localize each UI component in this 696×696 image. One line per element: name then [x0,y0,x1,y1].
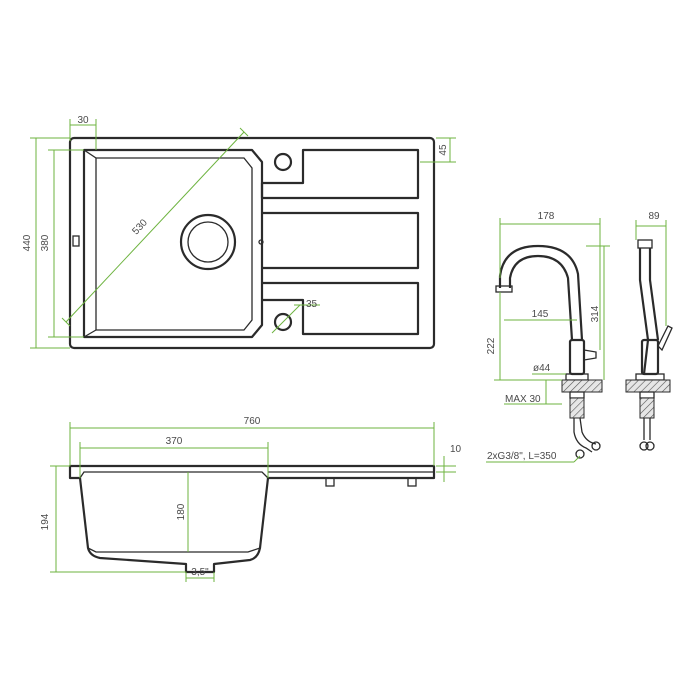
faucet-front-view: 178 145 314 222 ø44 MAX 30 2xG3/8", L=35… [486,211,610,463]
faucet-spout [498,244,584,341]
supply-hoses-side [643,418,651,440]
dim-drainer-margin: 30 [77,115,89,126]
side-view: 760 370 194 180 3,5" 10 [40,416,462,582]
dim-overflow-diameter: 35 [306,299,318,310]
dim-tap-hole-offset: 45 [438,144,449,156]
bowl-section-inner [79,471,269,553]
tap-hole [273,152,293,172]
sink-section-outline [68,464,436,574]
dim-spout-projection: 145 [532,309,549,320]
dim-total-depth: 194 [40,513,51,530]
rim-stop-1 [325,477,335,487]
dim-drain-size: 3,5" [191,567,209,578]
dim-faucet-reach: 178 [538,211,555,222]
dim-total-length: 760 [244,416,261,427]
dim-max-counter: MAX 30 [505,394,541,405]
mounting-bolt-side [639,397,655,419]
faucet-side-lever [657,325,673,352]
overflow-hole [273,312,293,332]
faucet-side-view: 89 [625,211,673,451]
dim-base-diameter: ø44 [533,363,551,374]
dim-faucet-height: 314 [590,305,601,322]
dim-bowl-diagonal: 530 [130,217,150,237]
countertop-section-side [625,379,671,393]
dim-height-inner: 380 [40,234,51,251]
drainer-groove-mid [262,211,420,270]
supply-hoses [573,417,597,453]
dim-rim-height: 10 [450,444,462,455]
overflow-marker [72,235,80,247]
mounting-bolt [569,397,585,419]
countertop-section [561,379,603,393]
dim-bowl-depth: 180 [176,503,187,520]
dim-height-outer: 440 [22,234,33,251]
drain-inner [187,221,229,263]
drainer-groove-top [260,148,420,200]
drain-outer [179,213,237,271]
faucet-body [568,338,586,376]
dim-side-depth: 89 [648,211,660,222]
sink-outer-outline [68,136,436,350]
dim-bowl-length: 370 [166,436,183,447]
dim-spout-height: 222 [486,337,497,354]
drainer-groove-bottom [262,281,420,336]
rim-stop-2 [407,477,417,487]
bowl-inner-outline [95,157,253,331]
top-view: 30 440 380 530 45 35 [22,115,456,350]
dim-hoses: 2xG3/8", L=350 [487,451,557,462]
faucet-side-spout [638,248,660,375]
